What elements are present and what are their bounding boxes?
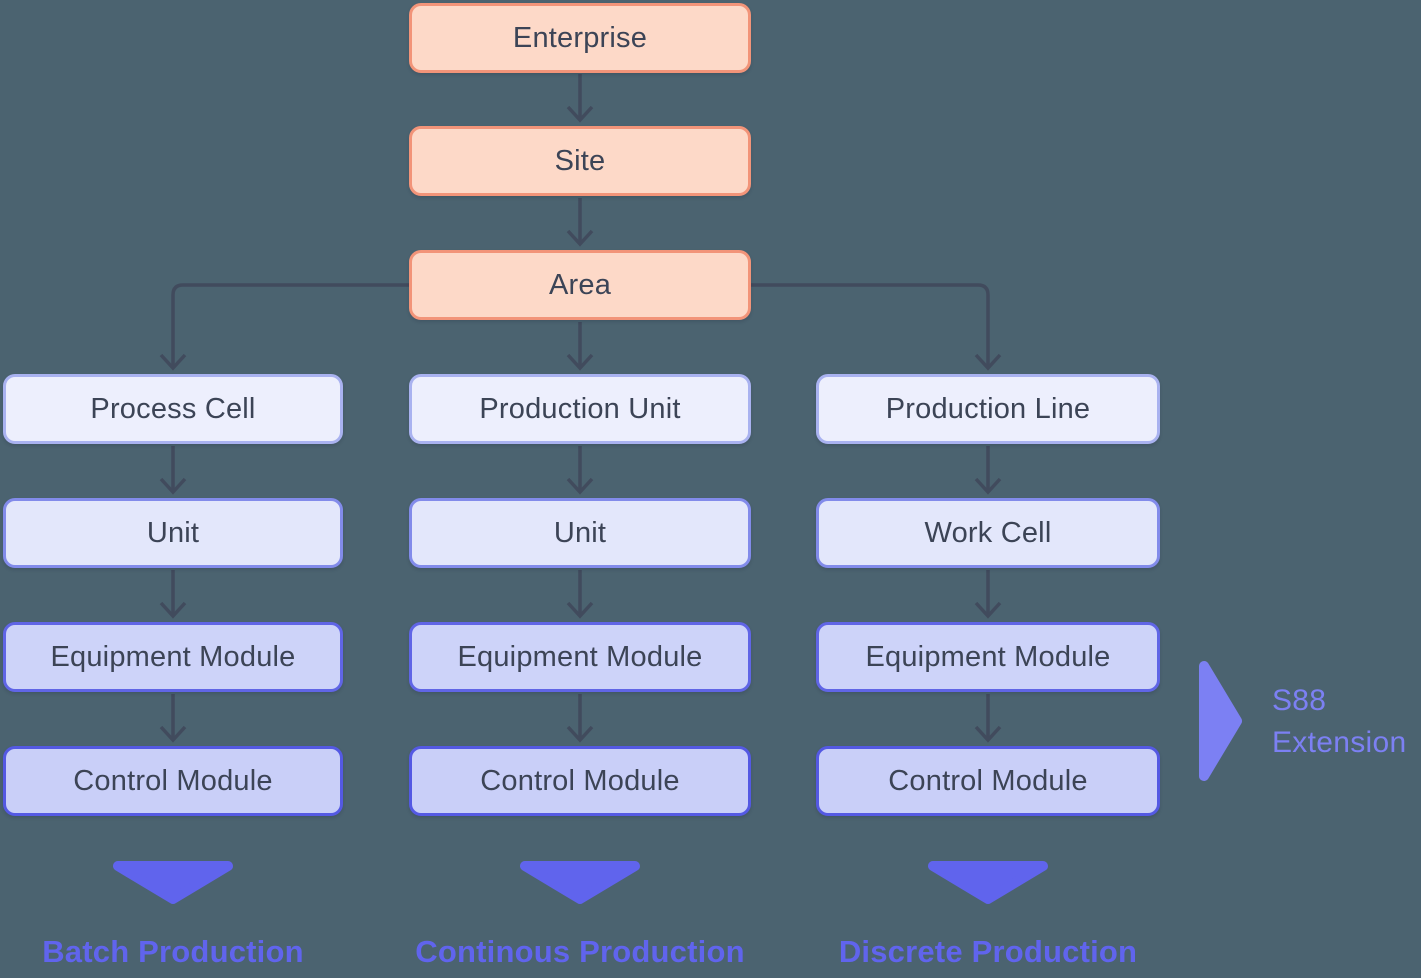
node-control-module-continuous: Control Module — [409, 746, 751, 816]
s88-extension-line1: S88 — [1272, 684, 1327, 717]
footer-continuous-production: Continous Production — [415, 934, 745, 969]
node-control-module-discrete: Control Module — [816, 746, 1160, 816]
node-process-cell: Process Cell — [3, 374, 343, 444]
node-production-line: Production Line — [816, 374, 1160, 444]
node-equipment-module-continuous: Equipment Module — [409, 622, 751, 692]
arrow-area-process-cell — [159, 283, 409, 371]
arrow-production-unit-unit — [566, 446, 594, 495]
arrow-area-production-unit — [566, 322, 594, 371]
arrow-site-area — [566, 198, 594, 247]
s88-extension-label: S88 Extension — [1272, 680, 1406, 764]
node-unit-continuous: Unit — [409, 498, 751, 568]
s88-extension-arrow-icon — [1199, 661, 1242, 781]
arrow-area-production-line — [751, 283, 1002, 371]
node-control-module-batch: Control Module — [3, 746, 343, 816]
arrow-equipment-control-module-discrete — [974, 694, 1002, 743]
arrow-equipment-control-module-continuous — [566, 694, 594, 743]
arrow-unit-equipment-module-batch — [159, 570, 187, 619]
node-equipment-module-batch: Equipment Module — [3, 622, 343, 692]
s88-extension-line2: Extension — [1272, 726, 1407, 759]
footer-batch-production: Batch Production — [42, 934, 304, 969]
triangle-continuous-icon — [520, 861, 640, 904]
arrow-equipment-control-module-batch — [159, 694, 187, 743]
triangle-discrete-icon — [928, 861, 1048, 904]
arrow-enterprise-site — [566, 74, 594, 123]
footer-discrete-production: Discrete Production — [838, 934, 1138, 969]
triangle-batch-icon — [113, 861, 233, 904]
node-site: Site — [409, 126, 751, 196]
node-area: Area — [409, 250, 751, 320]
arrow-production-line-work-cell — [974, 446, 1002, 495]
node-unit-batch: Unit — [3, 498, 343, 568]
node-work-cell: Work Cell — [816, 498, 1160, 568]
node-equipment-module-discrete: Equipment Module — [816, 622, 1160, 692]
node-enterprise: Enterprise — [409, 3, 751, 73]
arrow-unit-equipment-module-continuous — [566, 570, 594, 619]
node-production-unit: Production Unit — [409, 374, 751, 444]
arrow-work-cell-equipment-module — [974, 570, 1002, 619]
arrow-process-cell-unit — [159, 446, 187, 495]
